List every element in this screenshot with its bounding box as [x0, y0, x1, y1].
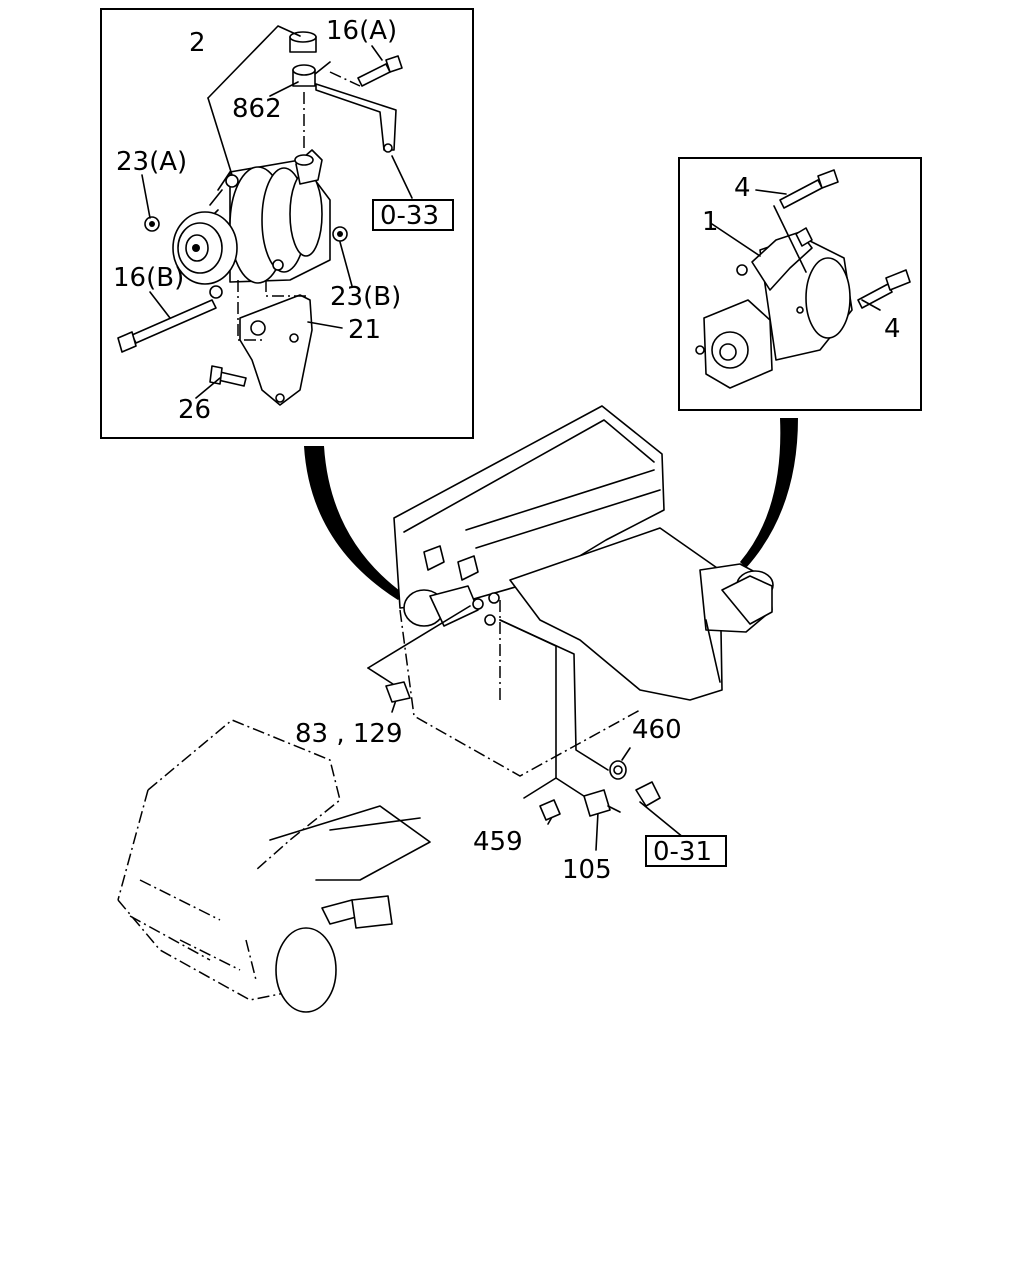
callout-4-top: 4	[734, 173, 751, 203]
callout-23a: 23(A)	[116, 147, 187, 177]
callout-4-right: 4	[884, 314, 901, 344]
cap-862-illustration	[289, 31, 331, 166]
alternator-inset: 2 16(A) 862 23(A) 16(B) 23(B) 21 26 0-33	[100, 8, 474, 439]
bolt-83-129-illustration	[385, 681, 411, 703]
bolt-16a-illustration	[315, 55, 403, 153]
cap-459-illustration	[539, 799, 561, 821]
washer-460-illustration	[609, 760, 627, 780]
truck-illustration	[117, 719, 431, 1013]
alternator-leaders	[141, 25, 413, 399]
nuts-23-illustration	[144, 216, 348, 242]
engine-illustration	[393, 405, 774, 777]
ref-0-31[interactable]: 0-31	[653, 837, 712, 867]
ref-0-33-box[interactable]	[372, 199, 454, 231]
callout-23b: 23(B)	[330, 282, 401, 312]
starter-inset: 4 1 4	[678, 157, 922, 411]
plug-0-31-illustration	[635, 781, 661, 807]
ref-0-31-box[interactable]	[645, 835, 727, 867]
callout-21: 21	[348, 315, 381, 345]
callout-16b: 16(B)	[113, 263, 184, 293]
callout-862: 862	[232, 94, 282, 124]
engine-leaders	[367, 605, 685, 851]
alternator-illustration	[172, 149, 331, 299]
callout-105: 105	[562, 855, 612, 885]
callout-16a: 16(A)	[326, 16, 397, 46]
callout-459: 459	[473, 827, 523, 857]
sensor-105-illustration	[583, 789, 621, 817]
callout-1: 1	[702, 207, 719, 237]
bracket-21-illustration	[237, 280, 313, 406]
ref-0-33[interactable]: 0-33	[380, 201, 439, 231]
bolt-16b-illustration	[117, 299, 217, 353]
connector-arrows	[304, 418, 798, 600]
starter-illustration	[695, 227, 853, 389]
callout-83-129: 83 , 129	[295, 719, 403, 749]
callout-26: 26	[178, 395, 211, 425]
callout-2: 2	[189, 28, 206, 58]
starter-leaders	[711, 189, 881, 311]
callout-460: 460	[632, 715, 682, 745]
